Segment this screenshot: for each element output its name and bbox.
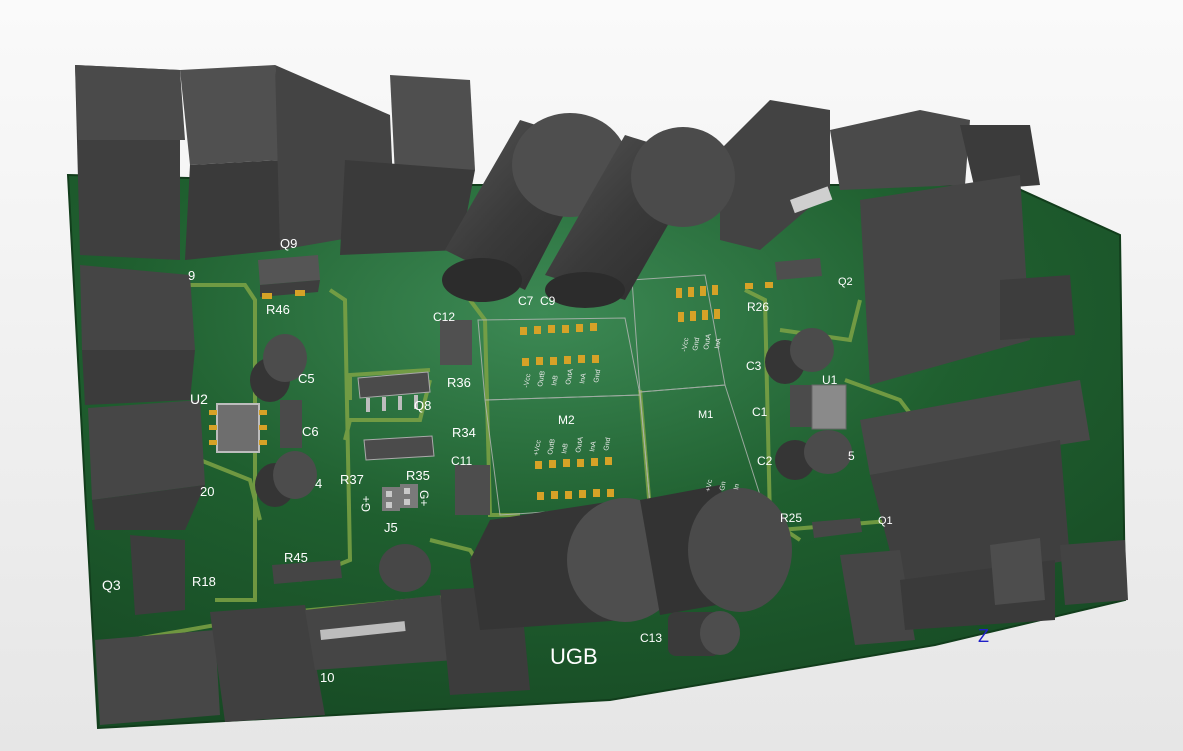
pin-label: OutA: [565, 368, 575, 385]
label-j5: J5: [384, 520, 398, 535]
heatsink-right-top: [720, 100, 1075, 385]
label-c2: C2: [757, 454, 773, 468]
module-pads: [520, 285, 720, 500]
pin-label: -Vcc: [523, 373, 532, 388]
label-c6: C6: [302, 424, 319, 439]
axis-z-indicator: Z: [978, 626, 989, 646]
capacitor-c3: [765, 328, 834, 384]
label-c7c9: C7 C9: [518, 294, 556, 308]
module-outlines: [477, 274, 761, 516]
heatsink-right-bottom: [840, 380, 1128, 645]
label-c-right: 5: [848, 449, 855, 463]
heatsink-left-bottom: [95, 535, 530, 725]
pin-label: OutA: [703, 333, 713, 350]
pin-label: In: [733, 483, 741, 490]
pin-label: InB: [551, 374, 560, 386]
top-module-pin-labels: -Vcc OutB InB OutA InA Gnd: [523, 368, 602, 388]
chip-r34-r35-block: [363, 435, 435, 461]
label-r26: R26: [747, 300, 769, 314]
capacitor-c4: [255, 451, 317, 507]
board-brand-label: UGB: [550, 644, 598, 669]
pin-label: OutA: [575, 436, 585, 453]
label-c5: C5: [298, 371, 315, 386]
label-m2: M2: [558, 413, 575, 427]
capacitor-small-bottom: [379, 544, 431, 592]
pin-label: Gnd: [692, 337, 701, 351]
label-r35: R35: [406, 468, 430, 483]
capacitor-c13: [668, 611, 740, 656]
pin-label: OutB: [547, 438, 557, 455]
chip-q8: [357, 371, 431, 412]
pin-label: -Vcc: [681, 337, 690, 352]
label-r20: 20: [200, 484, 214, 499]
transistor-q9: [258, 255, 320, 299]
capacitor-c5: [250, 334, 307, 402]
pin-label: +Vcc: [533, 439, 543, 456]
resistor-r25: [812, 518, 862, 538]
label-c4: 4: [315, 476, 322, 491]
pin-label: Gnd: [603, 437, 612, 451]
label-r10: 10: [320, 670, 334, 685]
capacitor-c11: [455, 465, 490, 515]
label-q1: Q1: [878, 515, 893, 527]
label-r36: R36: [447, 375, 471, 390]
label-c13: C13: [640, 631, 662, 645]
label-c12: C12: [433, 310, 455, 324]
label-r25: R25: [780, 511, 802, 525]
chip-u1: [790, 384, 847, 430]
heatsink-left-mid: [80, 265, 205, 530]
label-gplus-a: G+: [359, 496, 373, 512]
resistor-r45: [272, 560, 342, 584]
capacitor-c12: [440, 320, 472, 365]
pin-label: Gn: [719, 481, 728, 492]
label-q8: Q8: [414, 398, 431, 413]
capacitor-bottom-right: [640, 485, 792, 615]
m2-pin-labels: +Vcc OutB InB OutA InA Gnd: [533, 436, 612, 456]
label-u1: U1: [822, 373, 838, 387]
label-r-left9: 9: [188, 268, 195, 283]
pin-label: Gnd: [593, 369, 602, 383]
label-r18: R18: [192, 574, 216, 589]
capacitor-c2: [775, 430, 852, 480]
m1-bottom-pin-labels: +Vc Gn In: [705, 479, 741, 493]
label-r34: R34: [452, 425, 476, 440]
label-r45: R45: [284, 550, 308, 565]
chip-u2: [209, 403, 267, 453]
label-c11: C11: [451, 454, 472, 468]
label-u2: U2: [190, 391, 208, 407]
label-q2: Q2: [838, 276, 853, 288]
capacitor-c9: [545, 127, 735, 308]
transistor-q2: [745, 258, 822, 289]
connector-j5: [382, 484, 418, 511]
label-m1: M1: [698, 409, 713, 421]
pin-label: InB: [561, 442, 570, 454]
label-q3: Q3: [102, 577, 121, 593]
label-r46: R46: [266, 302, 290, 317]
capacitor-c6: [280, 400, 302, 448]
pin-label: +Vc: [705, 479, 714, 493]
pin-label: InA: [714, 337, 723, 349]
label-gplus-b: G+: [417, 490, 431, 506]
pin-label: InA: [589, 440, 598, 452]
label-q9: Q9: [280, 236, 297, 251]
label-c3: C3: [746, 359, 762, 373]
label-r37: R37: [340, 472, 364, 487]
label-c1: C1: [752, 405, 768, 419]
pin-label: OutB: [537, 370, 547, 387]
pin-label: InA: [579, 372, 588, 384]
heatsink-left-top: [75, 65, 475, 260]
